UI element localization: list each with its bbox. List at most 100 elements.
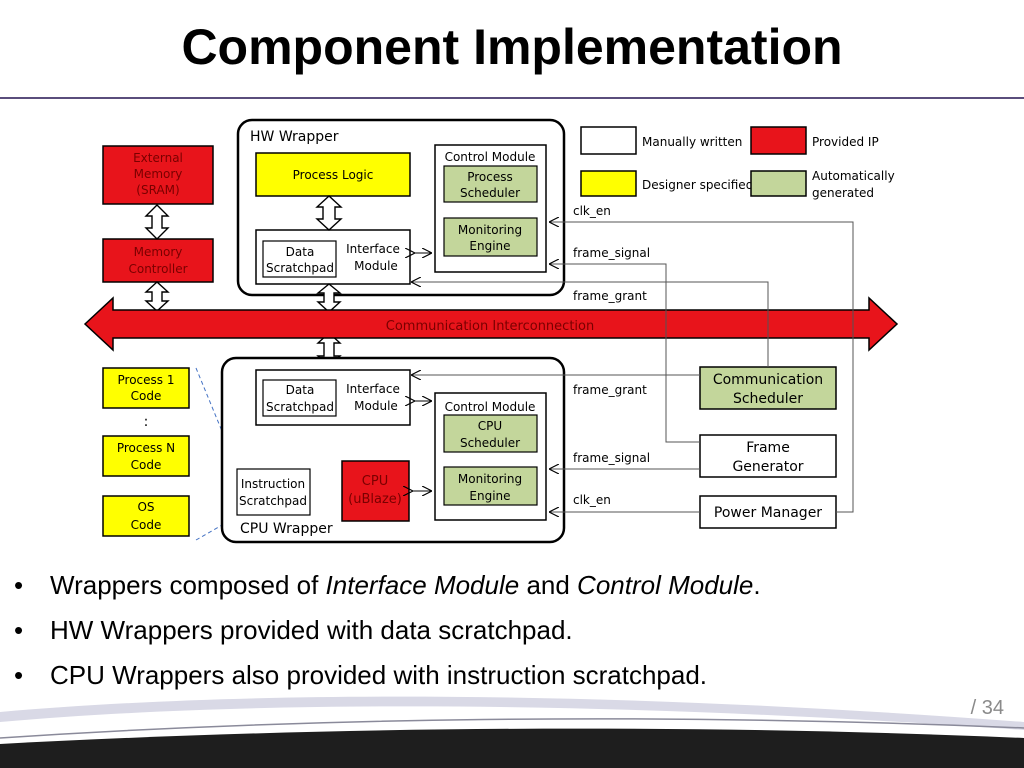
swoosh-light: [0, 696, 1024, 730]
legend-auto-label-2: generated: [812, 186, 874, 200]
legend-manual-swatch: [580, 126, 637, 155]
cpu-data-scratchpad-label-1: Data: [286, 383, 315, 397]
title-divider: [0, 97, 1024, 99]
processN-code-label-1: Process N: [117, 441, 175, 455]
bullet-dot: •: [14, 660, 24, 690]
process-logic-box: [255, 152, 411, 197]
cpu-wrapper-title: CPU Wrapper: [240, 521, 333, 537]
cpu-interface-module-label-2: Module: [354, 399, 398, 413]
memory-controller-label-2: Controller: [128, 262, 187, 276]
instruction-scratchpad-label-1: Instruction: [241, 477, 305, 491]
process-logic-to-interface-arrow: [315, 195, 343, 231]
interconnect-label: Communication Interconnection: [386, 319, 594, 334]
cpu-wrapper: CPU Wrapper Data Scratchpad Interface Mo…: [220, 356, 566, 544]
cpu-ublaze-label-2: (uBlaze): [348, 492, 402, 507]
interconnect-arrow-shape: [83, 296, 899, 352]
swoosh-dark: [0, 728, 1024, 768]
signal-lines: [412, 222, 854, 513]
legend-designer-label: Designer specified: [642, 178, 753, 192]
page-number: / 34: [970, 697, 1004, 719]
bullet-text: CPU Wrappers also provided with instruct…: [50, 660, 708, 690]
cpu-monitoring-engine-box: [443, 466, 538, 506]
hw-wrapper-title: HW Wrapper: [250, 129, 339, 145]
process-scheduler-label-1: Process: [467, 170, 513, 184]
clk-en-top-line: [550, 222, 854, 513]
legend-designer-swatch: [580, 170, 637, 197]
mem-ctrl-to-interconnect-arrow: [144, 281, 170, 312]
process-scheduler-box: [443, 165, 538, 203]
communication-scheduler-box: [699, 366, 837, 410]
frame-generator-label-2: Generator: [732, 459, 803, 475]
bullet-emphasis: Control Module: [577, 570, 754, 600]
legend-provided-label: Provided IP: [812, 135, 879, 149]
swoosh-line: [0, 718, 1024, 739]
instruction-scratchpad-label-2: Scratchpad: [239, 494, 307, 508]
cpu-monitoring-engine-label-2: Engine: [469, 489, 510, 503]
hw-monitoring-engine-label-1: Monitoring: [458, 223, 522, 237]
bullet-text: .: [753, 570, 761, 600]
frame-grant-top-line: [412, 282, 769, 367]
processN-code-box: [102, 435, 190, 477]
hw-monitoring-engine-label-2: Engine: [469, 239, 510, 253]
hw-data-scratchpad-label-2: Scratchpad: [266, 261, 334, 275]
legend-provided-swatch: [750, 126, 807, 155]
cpu-data-scratchpad-box: [262, 379, 337, 417]
external-memory-label-3: (SRAM): [136, 183, 179, 197]
cpu-ublaze-label-1: CPU: [362, 474, 388, 489]
bullet-dot: •: [14, 615, 24, 645]
frame-generator-box: [699, 434, 837, 478]
cpu-monitoring-engine-label-1: Monitoring: [458, 472, 522, 486]
legend-manual-label: Manually written: [642, 135, 742, 149]
cpu-interface-module-label-1: Interface: [346, 382, 400, 396]
signal-labels: clk_en frame_signal frame_grant frame_gr…: [573, 204, 650, 507]
hw-control-module-label: Control Module: [445, 150, 536, 164]
os-code-label-1: OS: [137, 500, 154, 514]
frame-generator-label-1: Frame: [746, 440, 790, 456]
external-memory-label-2: Memory: [134, 167, 183, 181]
process-scheduler-label-2: Scheduler: [460, 186, 520, 200]
bullet-text: HW Wrappers provided with data scratchpa…: [50, 615, 573, 645]
cpu-data-scratchpad-label-2: Scratchpad: [266, 400, 334, 414]
frame-signal-top-line: [550, 264, 700, 443]
cpu-scheduler-box: [443, 414, 538, 453]
process1-code-label-2: Code: [131, 389, 162, 403]
os-code-box: [102, 495, 190, 537]
cpu-control-module-label: Control Module: [445, 400, 536, 414]
hw-interface-module-label-1: Interface: [346, 242, 400, 256]
cpu-scheduler-label-2: Scheduler: [460, 436, 520, 450]
power-manager-label: Power Manager: [714, 505, 822, 521]
legend-auto-swatch: [750, 170, 807, 197]
cpu-scheduler-label-1: CPU: [478, 419, 502, 433]
process-logic-label: Process Logic: [293, 168, 374, 182]
bullet-item: •Wrappers composed of Interface Module a…: [14, 566, 761, 611]
hw-data-scratchpad-box: [262, 240, 337, 278]
bullet-text: Wrappers composed of: [50, 570, 326, 600]
bullet-item: • CPU Wrappers also provided with instruc…: [14, 656, 761, 701]
ext-mem-to-mem-ctrl-arrow: [144, 204, 170, 240]
bullet-item: • HW Wrappers provided with data scratchp…: [14, 611, 761, 656]
hw-data-scratchpad-label-1: Data: [286, 245, 315, 259]
power-manager-box: [699, 495, 837, 529]
legend: Manually written Provided IP Designer sp…: [580, 126, 895, 200]
memory-controller-label-1: Memory: [134, 245, 183, 259]
communication-interconnection: Communication Interconnection: [83, 296, 899, 352]
hw-wrapper: HW Wrapper Process Logic Data Scratchpad…: [236, 118, 566, 297]
frame-grant-top-label: frame_grant: [573, 289, 647, 303]
legend-auto-label-1: Automatically: [812, 169, 895, 183]
process1-code-box: [102, 367, 190, 409]
left-blocks: External Memory (SRAM) Memory Controller…: [102, 145, 239, 541]
clk-en-top-label: clk_en: [573, 204, 611, 218]
external-memory-label-1: External: [133, 151, 183, 165]
cpu-ublaze-box: [341, 460, 410, 522]
processN-code-label-2: Code: [131, 458, 162, 472]
frame-grant-bottom-label: frame_grant: [573, 383, 647, 397]
clk-en-bottom-label: clk_en: [573, 493, 611, 507]
process1-code-label-1: Process 1: [118, 373, 175, 387]
bullet-dot: •: [14, 570, 24, 600]
right-blocks: Communication Scheduler Frame Generator …: [699, 366, 837, 529]
memory-controller-box: [102, 238, 214, 283]
frame-signal-bottom-label: frame_signal: [573, 451, 650, 465]
bullet-emphasis: Interface Module: [325, 570, 520, 600]
